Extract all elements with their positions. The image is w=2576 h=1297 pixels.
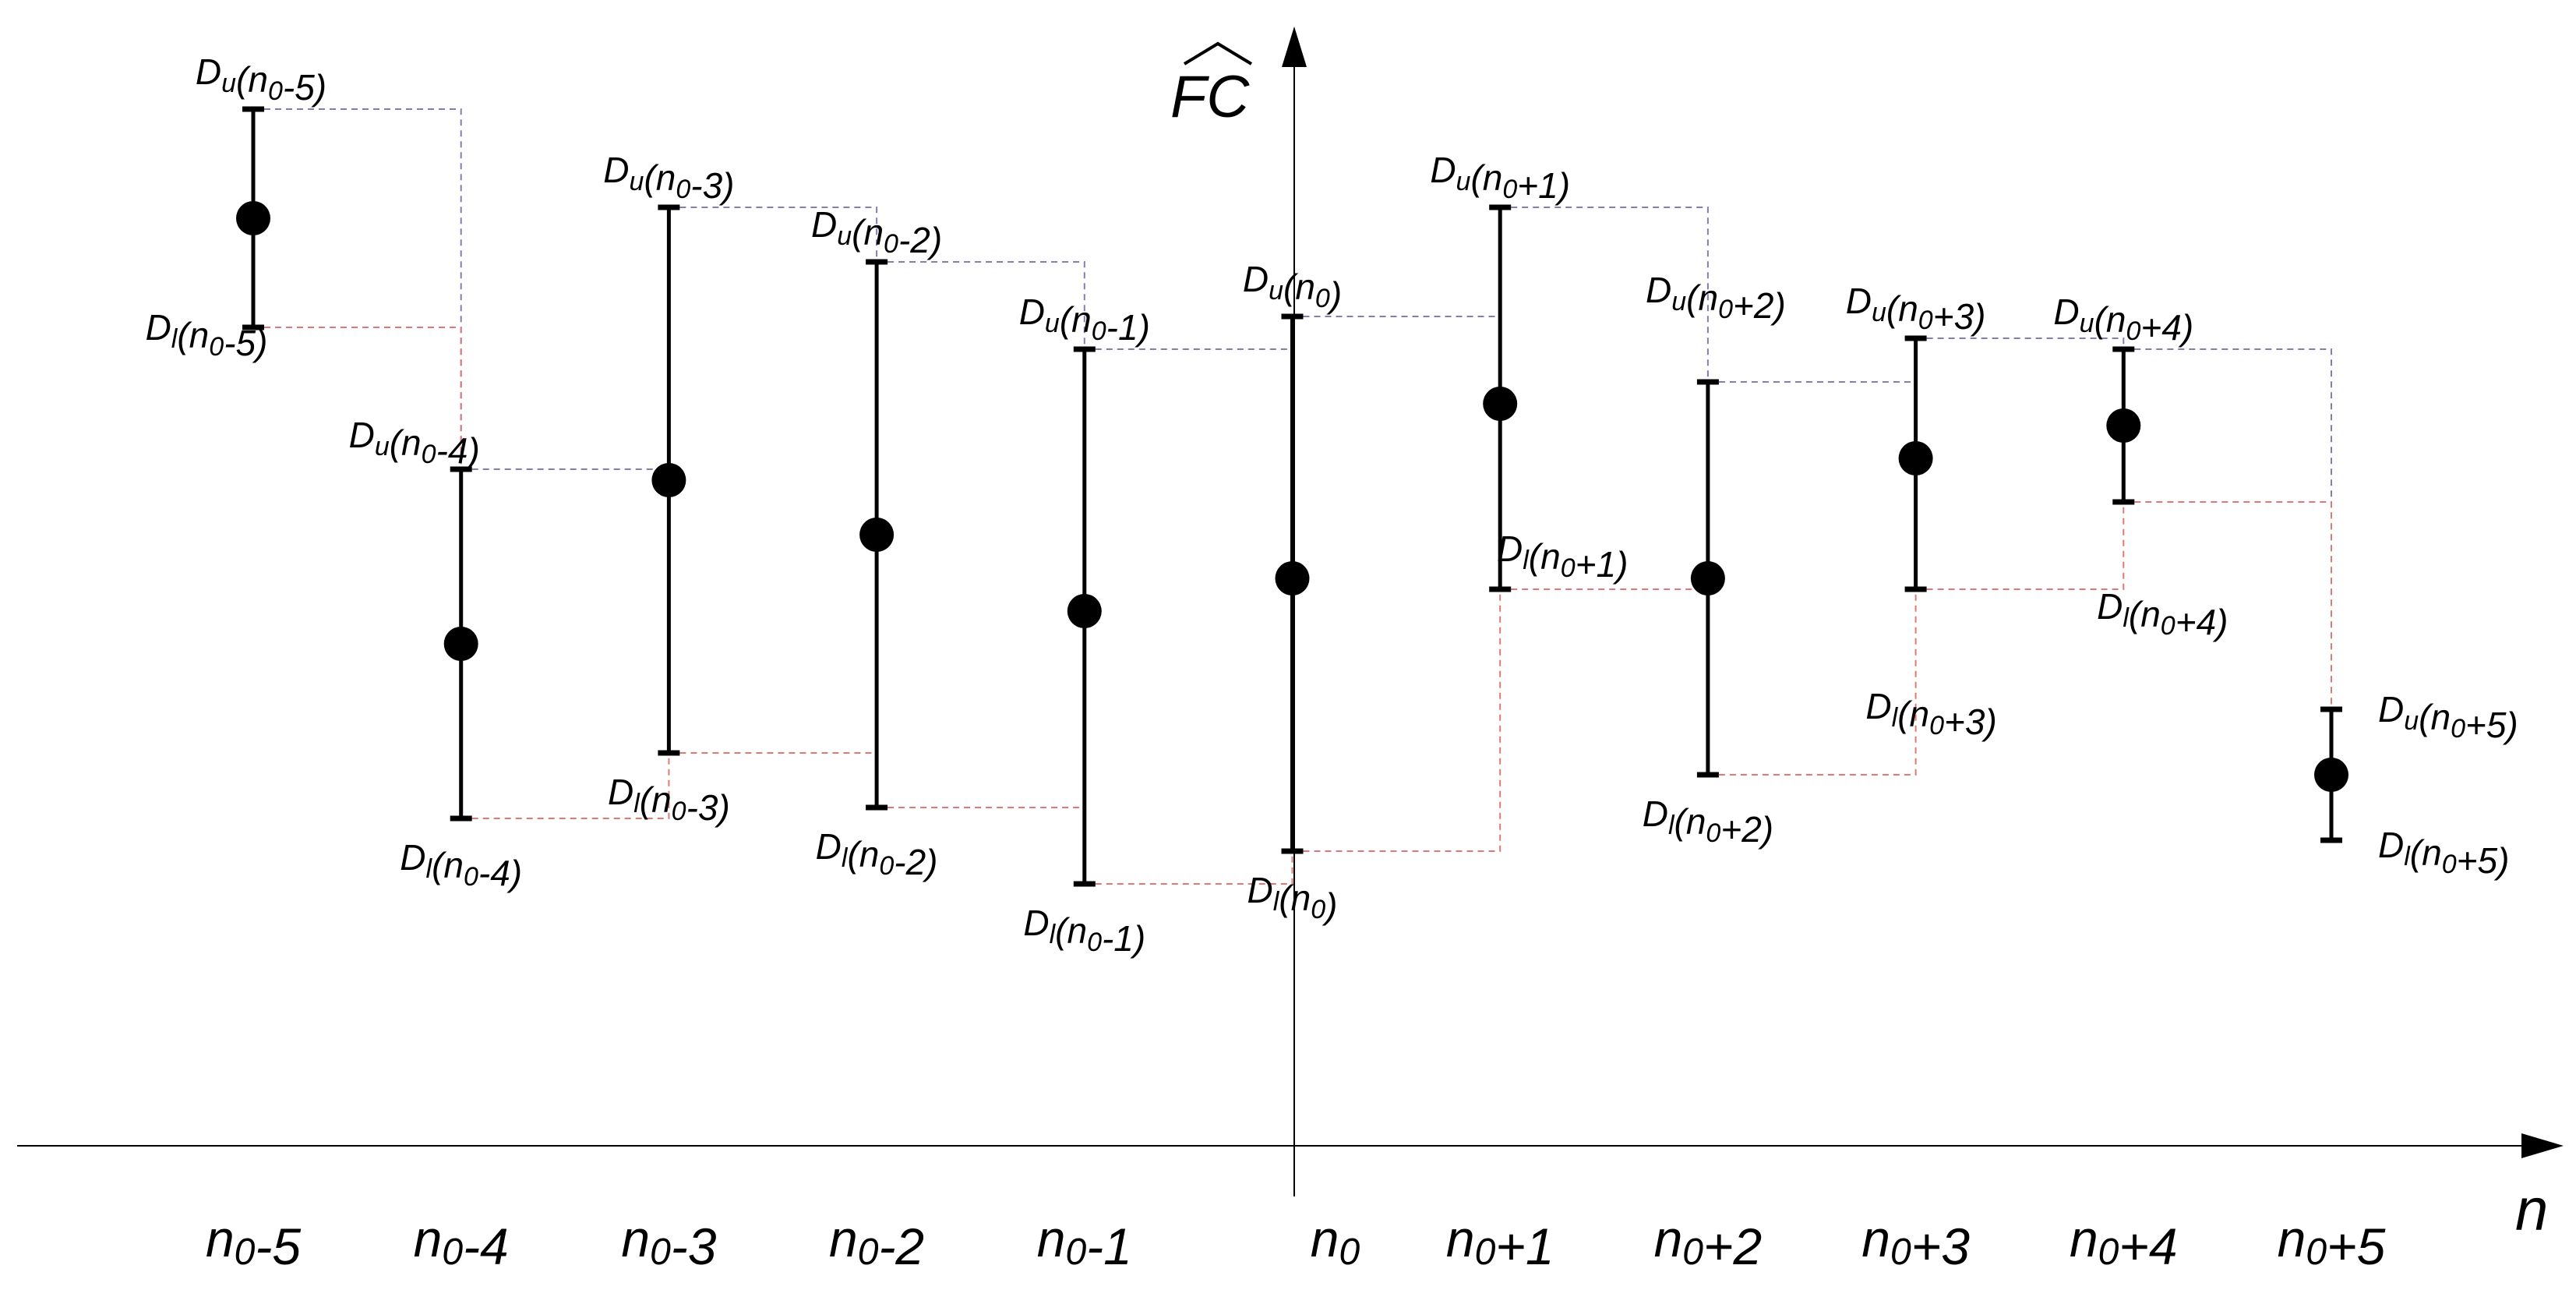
lower-bound-label: Dl(n0+4) [2097,586,2228,642]
data-point [1898,441,1933,475]
x-tick-label: n0 [1311,1210,1360,1273]
upper-bound-label: Du(n0-4) [349,415,480,471]
lower-bound-label: Dl(n0-5) [146,307,268,363]
upper-envelope-segment [1915,338,2125,349]
x-tick-label: n0+5 [2278,1210,2386,1275]
upper-envelope-segment [461,207,670,470]
x-tick-labels: n0-5 n0-4 n0-3 n0-2 n0-1 n0 n0+1 n0+2 n0+3 n0+4 n0… [206,1210,2386,1275]
upper-envelope-segment [1707,338,1917,383]
lower-bound-label: Dl(n0+5) [2378,825,2509,881]
y-axis-label-hat [1183,41,1253,65]
lower-bound-label: Dl(n0-4) [400,837,522,893]
data-point [1067,594,1102,628]
upper-bound-label: Du(n0+4) [2053,292,2193,348]
upper-bound-label: Du(n0-2) [811,204,942,260]
x-tick-label: n0-3 [621,1210,716,1275]
data-points [236,201,2348,792]
data-point [443,627,478,661]
data-point [1690,561,1725,595]
x-tick-label: n0+4 [2070,1210,2178,1275]
upper-bound-label: Du(n0-1) [1019,292,1150,348]
upper-bound-label: Du(n0-3) [603,150,734,206]
upper-envelope-segment [2123,348,2332,709]
data-point [1275,561,1310,595]
y-axis-label: FC [1170,41,1253,130]
lower-bound-label: Dl(n0-1) [1023,903,1145,959]
point-labels: Du(n0-5) Dl(n0-5) Du(n0-4) Dl(n0-4) Du(n0-3)… [146,51,2518,959]
x-tick-label: n0+3 [1861,1210,1970,1275]
lower-envelope-segment [1084,851,1293,885]
upper-envelope-segment [877,261,1085,349]
upper-bound-label: Du(n0+1) [1430,150,1570,206]
x-tick-label: n0+2 [1654,1210,1763,1275]
x-axis-label: n [2515,1177,2548,1243]
data-point [236,201,270,235]
upper-bound-label: Du(n0+2) [1646,270,1786,326]
lower-bound-label: Dl(n0+1) [1497,528,1628,585]
error-bars [242,106,2342,887]
y-axis-arrowhead [1282,27,1307,67]
y-axis-label-text: FC [1170,64,1250,130]
upper-bound-label: Du(n0) [1243,259,1342,315]
data-point [1483,387,1518,421]
x-tick-label: n0-2 [829,1210,924,1275]
x-tick-label: n0-1 [1037,1210,1132,1275]
lower-bound-label: Dl(n0+3) [1865,686,1996,742]
lower-envelope-segment [461,753,670,819]
upper-bound-label: Du(n0+5) [2378,689,2518,745]
lower-envelope-segment [1500,588,1709,775]
lower-bound-label: Dl(n0-2) [816,826,938,882]
upper-bound-label: Du(n0-5) [196,51,326,108]
upper-envelope-segment [669,207,878,262]
x-axis-arrowhead [2521,1133,2564,1158]
data-point [859,518,895,552]
lower-bound-label: Dl(n0) [1247,870,1338,926]
lower-bound-label: Dl(n0-3) [608,772,730,828]
lower-envelope-segment [253,327,462,818]
data-point [2314,758,2348,792]
upper-envelope-segment [1500,207,1709,382]
lower-envelope-segment [1915,502,2125,590]
upper-bound-label: Du(n0+3) [1846,281,1986,337]
lower-envelope-segment [1292,589,1501,852]
x-tick-label: n0-4 [414,1210,509,1275]
lower-bound-label: Dl(n0+2) [1643,793,1773,850]
x-tick-label: n0+1 [1446,1210,1554,1275]
data-point [2106,408,2141,443]
x-tick-label: n0-5 [206,1210,301,1275]
data-point [651,463,686,497]
lower-envelope-segment [2123,501,2332,840]
lower-envelope-segment [1707,589,1917,776]
